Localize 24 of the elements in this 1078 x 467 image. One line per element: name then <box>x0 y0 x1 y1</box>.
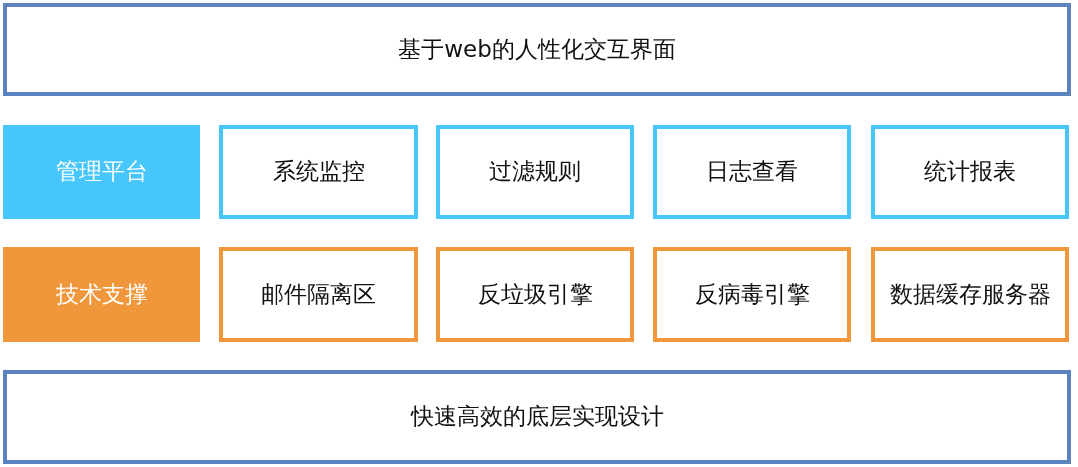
box-label: 系统监控 <box>272 158 365 186</box>
box-label: 过滤规则 <box>489 158 581 186</box>
box-label: 日志查看 <box>706 158 798 186</box>
module-box <box>219 125 418 219</box>
layer-band <box>3 3 1071 96</box>
box-label: 邮件隔离区 <box>261 280 376 309</box>
module-box <box>653 125 851 219</box>
box-label: 技术支撑 <box>55 280 148 309</box>
box-label: 统计报表 <box>924 158 1016 186</box>
module-box <box>436 125 634 219</box>
layer-band <box>3 370 1071 464</box>
module-box <box>871 247 1069 342</box>
box-label: 反病毒引擎 <box>694 280 810 309</box>
box-label: 基于web的人性化交互界面 <box>398 35 676 64</box>
box-label: 管理平台 <box>55 158 148 186</box>
category-box <box>3 247 200 342</box>
module-box <box>871 125 1069 219</box>
module-box <box>219 247 418 342</box>
box-label: 数据缓存服务器 <box>889 280 1051 309</box>
module-box <box>436 247 634 342</box>
module-box <box>653 247 851 342</box>
box-label: 快速高效的底层实现设计 <box>410 403 664 431</box>
category-box <box>3 125 200 219</box>
box-label: 反垃圾引擎 <box>477 280 593 309</box>
